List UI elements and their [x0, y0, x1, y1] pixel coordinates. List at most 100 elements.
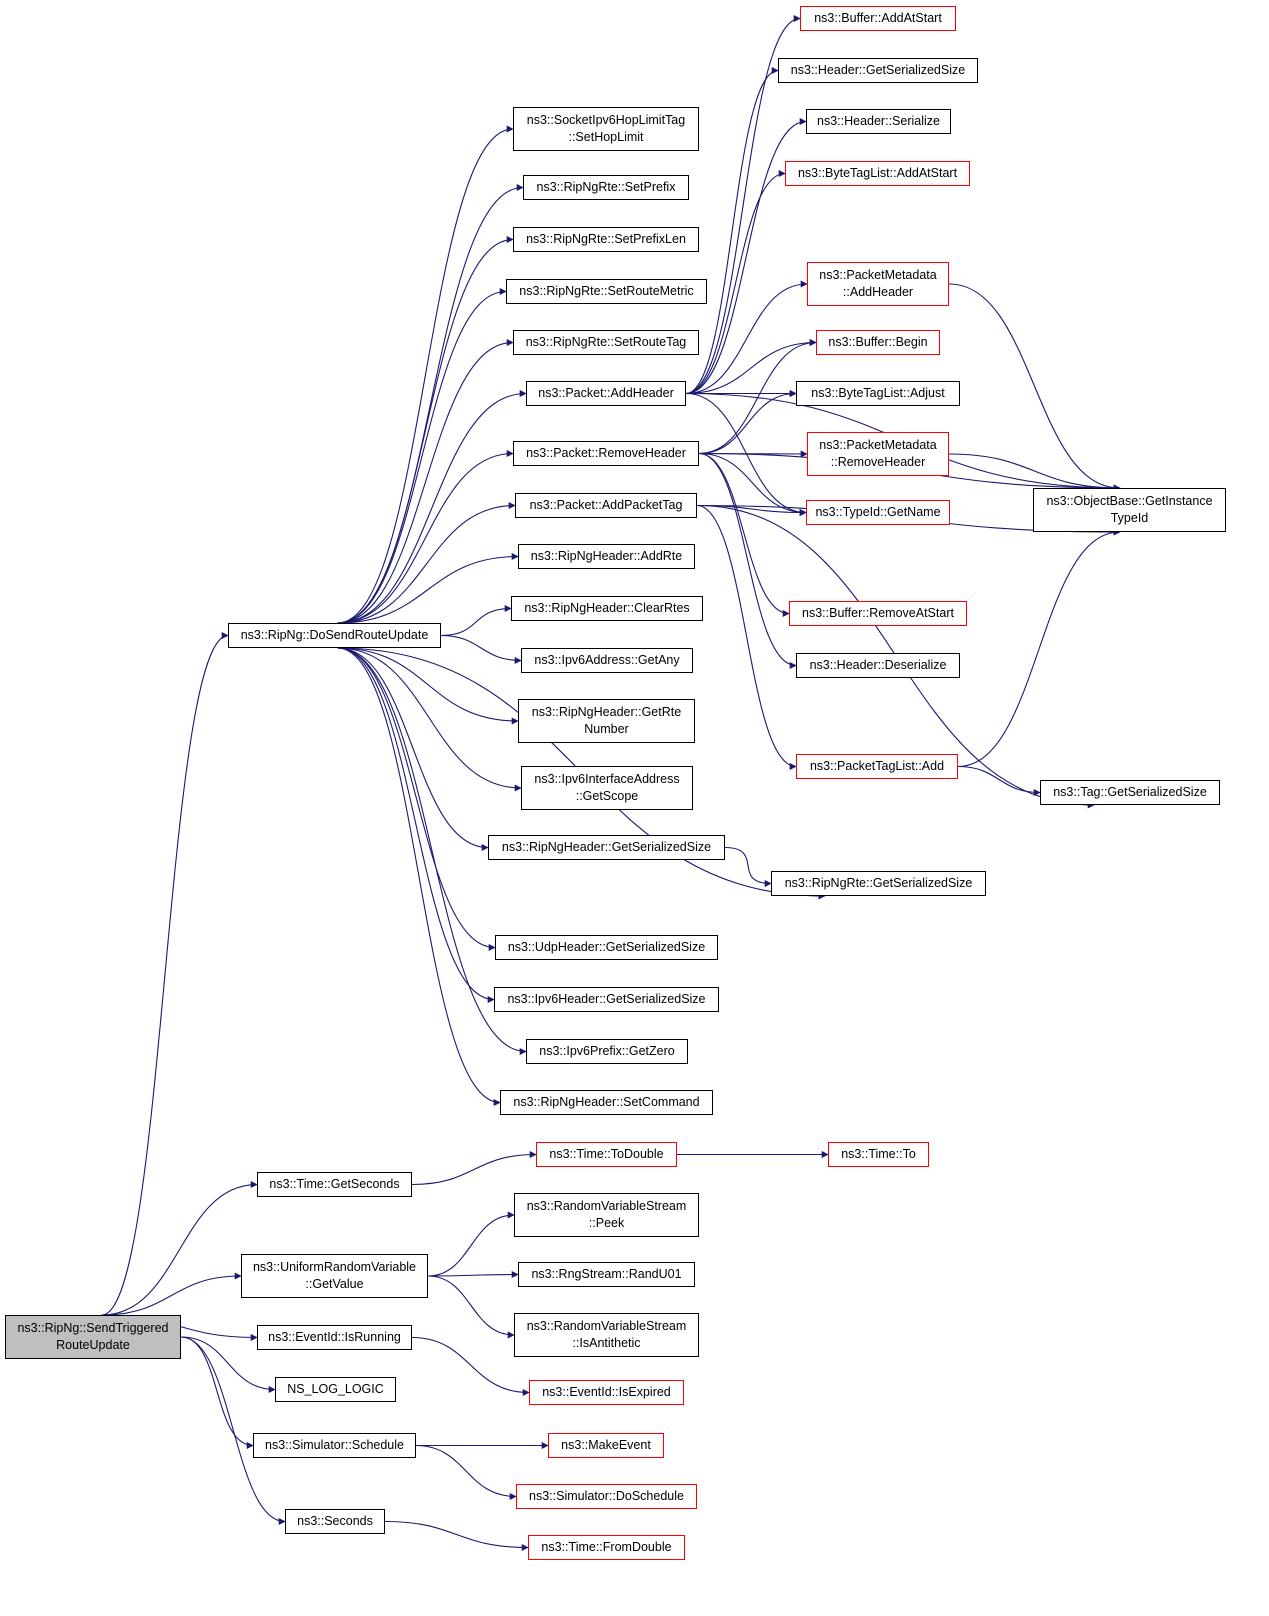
node-label: ns3::Simulator::DoSchedule	[529, 1489, 684, 1503]
edge-addheader-to-bufbegin	[685, 339, 817, 395]
node-label: ::SetHopLimit	[568, 130, 644, 144]
node-makeevent[interactable]: ns3::MakeEvent	[548, 1433, 664, 1458]
node-label: ::IsAntithetic	[572, 1336, 641, 1350]
edge-dosend-to-addrte	[337, 553, 519, 624]
node-ripngrtegss[interactable]: ns3::RipNgRte::GetSerializedSize	[771, 871, 986, 896]
node-isexpired[interactable]: ns3::EventId::IsExpired	[529, 1380, 684, 1405]
node-doschedule[interactable]: ns3::Simulator::DoSchedule	[516, 1484, 697, 1509]
node-btladjust[interactable]: ns3::ByteTagList::Adjust	[796, 381, 960, 406]
node-bufbegin[interactable]: ns3::Buffer::Begin	[816, 330, 940, 355]
edge-dosend-to-getscope	[337, 647, 522, 792]
node-seconds[interactable]: ns3::Seconds	[285, 1509, 385, 1534]
node-bufaddatstart[interactable]: ns3::Buffer::AddAtStart	[800, 6, 956, 31]
node-label: ns3::Seconds	[297, 1514, 373, 1528]
node-eventisrunning[interactable]: ns3::EventId::IsRunning	[257, 1325, 412, 1350]
node-label: ns3::EventId::IsExpired	[542, 1385, 671, 1399]
node-label: ns3::Packet::AddHeader	[538, 386, 674, 400]
node-label: ns3::Time::To	[841, 1147, 916, 1161]
node-label: ns3::ByteTagList::Adjust	[811, 386, 945, 400]
node-getscope[interactable]: ns3::Ipv6InterfaceAddress::GetScope	[521, 766, 693, 810]
node-pmremoveheader[interactable]: ns3::PacketMetadata::RemoveHeader	[807, 432, 949, 476]
node-setprefixlen[interactable]: ns3::RipNgRte::SetPrefixLen	[513, 227, 699, 252]
node-udpgss[interactable]: ns3::UdpHeader::GetSerializedSize	[495, 935, 718, 960]
edge-root-to-dosend	[101, 632, 229, 1316]
node-label: ns3::Tag::GetSerializedSize	[1053, 785, 1207, 799]
edge-dosend-to-addpackettag	[337, 502, 516, 624]
edge-urvgetvalue-to-randu01	[427, 1271, 519, 1279]
node-timegetsec[interactable]: ns3::Time::GetSeconds	[257, 1172, 412, 1197]
node-fromdouble[interactable]: ns3::Time::FromDouble	[528, 1535, 685, 1560]
node-taggss[interactable]: ns3::Tag::GetSerializedSize	[1040, 780, 1220, 805]
node-ptladd[interactable]: ns3::PacketTagList::Add	[796, 754, 958, 779]
node-setcommand[interactable]: ns3::RipNgHeader::SetCommand	[500, 1090, 713, 1115]
node-label: ns3::Packet::RemoveHeader	[526, 446, 686, 460]
node-label: ns3::EventId::IsRunning	[268, 1330, 401, 1344]
node-label: ns3::RipNg::SendTriggered	[17, 1321, 169, 1335]
node-getany[interactable]: ns3::Ipv6Address::GetAny	[521, 648, 693, 673]
node-simschedule[interactable]: ns3::Simulator::Schedule	[253, 1433, 416, 1458]
node-nslog[interactable]: NS_LOG_LOGIC	[275, 1377, 396, 1402]
node-label: ::GetValue	[305, 1277, 364, 1291]
edge-pmremoveheader-to-objgetinstancetypeid	[948, 453, 1121, 492]
node-addrte[interactable]: ns3::RipNgHeader::AddRte	[518, 544, 695, 569]
node-peek[interactable]: ns3::RandomVariableStream::Peek	[514, 1193, 699, 1237]
node-btladdatstart[interactable]: ns3::ByteTagList::AddAtStart	[785, 161, 970, 186]
node-label: ns3::RipNgHeader::AddRte	[530, 549, 683, 563]
node-label: ns3::UniformRandomVariable	[252, 1260, 417, 1274]
node-label: ns3::RandomVariableStream	[526, 1319, 687, 1333]
node-headergss[interactable]: ns3::Header::GetSerializedSize	[778, 58, 978, 83]
node-label: ns3::Time::GetSeconds	[269, 1177, 400, 1191]
node-label: ns3::Header::GetSerializedSize	[790, 63, 966, 77]
node-randu01[interactable]: ns3::RngStream::RandU01	[518, 1262, 695, 1287]
edge-simschedule-to-doschedule	[415, 1444, 517, 1500]
node-label: NS_LOG_LOGIC	[287, 1382, 384, 1396]
node-label: ns3::Header::Deserialize	[809, 658, 947, 672]
node-bufremoveatstart[interactable]: ns3::Buffer::RemoveAtStart	[789, 601, 967, 626]
node-label: ns3::Ipv6Header::GetSerializedSize	[507, 992, 706, 1006]
edge-root-to-timegetsec	[101, 1181, 258, 1316]
edge-dosend-to-ripngheadergss	[337, 647, 489, 851]
node-setroutetag[interactable]: ns3::RipNgRte::SetRouteTag	[513, 330, 699, 355]
node-clearrtes[interactable]: ns3::RipNgHeader::ClearRtes	[511, 596, 703, 621]
edge-ripngheadergss-to-ripngrtegss	[724, 846, 772, 887]
node-typeidgetname[interactable]: ns3::TypeId::GetName	[806, 500, 950, 525]
node-ipv6hgss[interactable]: ns3::Ipv6Header::GetSerializedSize	[494, 987, 719, 1012]
node-label: ns3::Ipv6InterfaceAddress	[534, 772, 680, 786]
node-label: ns3::RipNgRte::SetRouteTag	[525, 335, 687, 349]
edge-removeheader-to-btladjust	[698, 390, 797, 455]
node-getzero[interactable]: ns3::Ipv6Prefix::GetZero	[526, 1039, 688, 1064]
node-label: ns3::TypeId::GetName	[815, 505, 941, 519]
node-addpackettag[interactable]: ns3::Packet::AddPacketTag	[515, 493, 697, 518]
edge-eventisrunning-to-isexpired	[411, 1336, 530, 1396]
node-urvgetvalue[interactable]: ns3::UniformRandomVariable::GetValue	[241, 1254, 428, 1298]
edge-ptladd-to-taggss	[957, 765, 1041, 796]
node-dosend[interactable]: ns3::RipNg::DoSendRouteUpdate	[228, 623, 441, 648]
node-label: ns3::RipNgRte::SetRouteMetric	[519, 284, 694, 298]
node-label: ns3::Buffer::Begin	[828, 335, 928, 349]
node-label: ::Peek	[588, 1216, 625, 1230]
node-pmaddheader[interactable]: ns3::PacketMetadata::AddHeader	[807, 262, 949, 306]
node-label: ns3::Buffer::RemoveAtStart	[802, 606, 954, 620]
node-label: ns3::Time::FromDouble	[541, 1540, 672, 1554]
node-headerdeserialize[interactable]: ns3::Header::Deserialize	[796, 653, 960, 678]
edge-ptladd-to-objgetinstancetypeid	[957, 528, 1121, 768]
node-ripngheadergss[interactable]: ns3::RipNgHeader::GetSerializedSize	[488, 835, 725, 860]
node-label: ns3::RandomVariableStream	[526, 1199, 687, 1213]
node-removeheader[interactable]: ns3::Packet::RemoveHeader	[513, 441, 699, 466]
node-setprefix[interactable]: ns3::RipNgRte::SetPrefix	[523, 175, 689, 200]
node-headerserialize[interactable]: ns3::Header::Serialize	[806, 109, 951, 134]
edge-addheader-to-btladdatstart	[685, 170, 786, 395]
edge-removeheader-to-headerdeserialize	[698, 452, 797, 669]
edge-urvgetvalue-to-peek	[427, 1211, 515, 1277]
node-isantithetic[interactable]: ns3::RandomVariableStream::IsAntithetic	[514, 1313, 699, 1357]
node-timeto[interactable]: ns3::Time::To	[828, 1142, 929, 1167]
node-setroutemetric[interactable]: ns3::RipNgRte::SetRouteMetric	[506, 279, 707, 304]
node-addheader[interactable]: ns3::Packet::AddHeader	[526, 381, 686, 406]
node-label: ns3::PacketTagList::Add	[809, 759, 945, 773]
node-sethoplimit[interactable]: ns3::SocketIpv6HopLimitTag::SetHopLimit	[513, 107, 699, 151]
edge-addheader-to-headergss	[685, 67, 779, 395]
node-todouble[interactable]: ns3::Time::ToDouble	[536, 1142, 677, 1167]
